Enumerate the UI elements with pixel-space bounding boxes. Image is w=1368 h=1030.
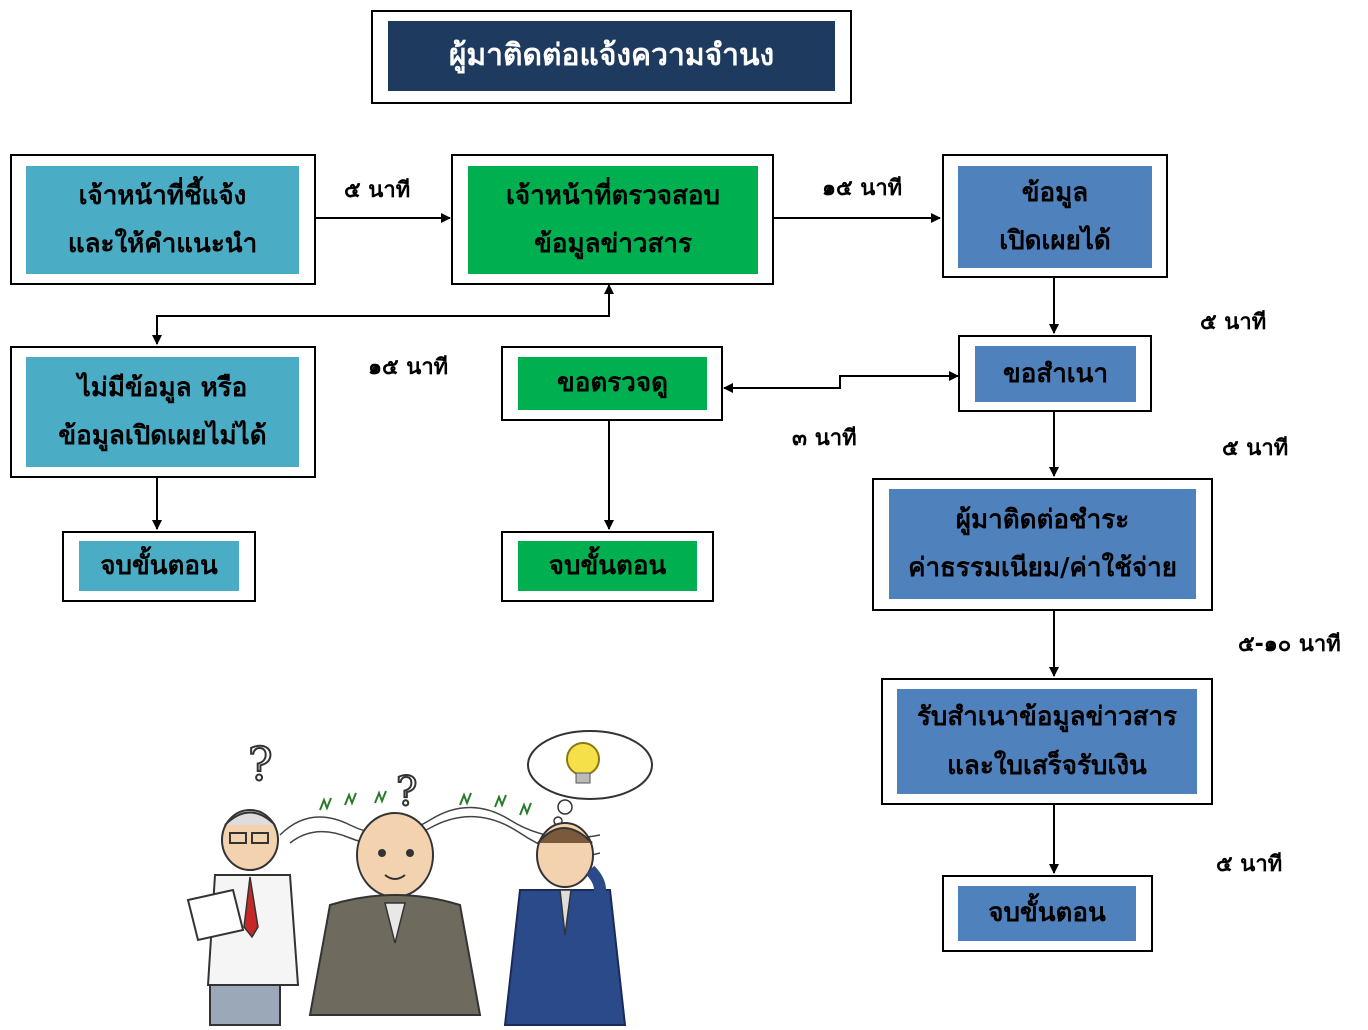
time-label-pay-receive: ๕-๑๐ นาที	[1238, 632, 1341, 657]
inform-line1: เจ้าหน้าที่ชี้แจ้ง	[78, 180, 247, 211]
pay-box: ผู้มาติดต่อชำระ ค่าธรรมเนียม/ค่าใช้จ่าย	[889, 489, 1196, 599]
inform-line2: และให้คำแนะนำ	[67, 229, 258, 259]
page-title: ผู้มาติดต่อแจ้งความจำนง	[448, 38, 775, 74]
person-idea	[503, 822, 627, 1026]
check-line1: เจ้าหน้าที่ตรวจสอบ	[505, 180, 721, 211]
end-middle-line1: จบขั้นตอน	[548, 550, 667, 581]
time-label-no-data: ๑๕ นาที	[368, 355, 449, 380]
receive-box: รับสำเนาข้อมูลข่าวสาร และใบเสร็จรับเงิน	[897, 689, 1197, 794]
end-left-box: จบขั้นตอน	[79, 541, 239, 591]
title-box: ผู้มาติดต่อแจ้งความจำนง	[388, 21, 835, 91]
copy-box: ขอสำเนา	[975, 346, 1136, 402]
arrow-inspect-copy	[723, 371, 959, 393]
pay-line2: ค่าธรรมเนียม/ค่าใช้จ่าย	[908, 553, 1177, 583]
copy-line1: ขอสำเนา	[1002, 358, 1109, 389]
inform-box: เจ้าหน้าที่ชี้แจ้ง และให้คำแนะนำ	[26, 166, 299, 274]
disclosable-line1: ข้อมูล	[1021, 177, 1089, 208]
inspect-line1: ขอตรวจดู	[557, 368, 668, 399]
person-thinking-bald	[308, 812, 482, 1016]
time-label-copy-pay: ๕ นาที	[1222, 436, 1289, 461]
person-reading	[186, 809, 300, 1026]
thinking-people-illustration: ? ?	[186, 730, 653, 1026]
disclosable-box: ข้อมูล เปิดเผยได้	[958, 166, 1152, 268]
no-data-box: ไม่มีข้อมูล หรือ ข้อมูลเปิดเผยไม่ได้	[26, 357, 299, 467]
time-label-receive-end: ๕ นาที	[1216, 852, 1283, 877]
time-label-inspect-copy: ๓ นาที	[792, 426, 857, 451]
inspect-box: ขอตรวจดู	[518, 357, 707, 410]
lightbulb-icon	[527, 730, 653, 826]
pay-line1: ผู้มาติดต่อชำระ	[955, 504, 1130, 535]
receive-line1: รับสำเนาข้อมูลข่าวสาร	[916, 702, 1178, 733]
check-box: เจ้าหน้าที่ตรวจสอบ ข้อมูลข่าวสาร	[468, 166, 758, 274]
question-mark-icon: ?	[396, 769, 417, 815]
disclosable-line2: เปิดเผยได้	[999, 226, 1111, 256]
end-right-line1: จบขั้นตอน	[988, 898, 1106, 929]
receive-line2: และใบเสร็จรับเงิน	[947, 750, 1147, 781]
end-middle-box: จบขั้นตอน	[518, 541, 697, 591]
time-label-inform-check: ๕ นาที	[344, 178, 411, 203]
no-data-line1: ไม่มีข้อมูล หรือ	[77, 372, 248, 403]
end-right-box: จบขั้นตอน	[958, 886, 1136, 941]
question-mark-icon: ?	[248, 737, 273, 791]
check-line2: ข้อมูลข่าวสาร	[534, 229, 692, 259]
end-left-line1: จบขั้นตอน	[100, 550, 218, 581]
arrow-check-to-no-data	[152, 284, 614, 345]
no-data-line2: ข้อมูลเปิดเผยไม่ได้	[58, 421, 267, 451]
time-label-disclosable-copy: ๕ นาที	[1200, 310, 1267, 335]
time-label-check-disclosable: ๑๕ นาที	[822, 176, 903, 201]
